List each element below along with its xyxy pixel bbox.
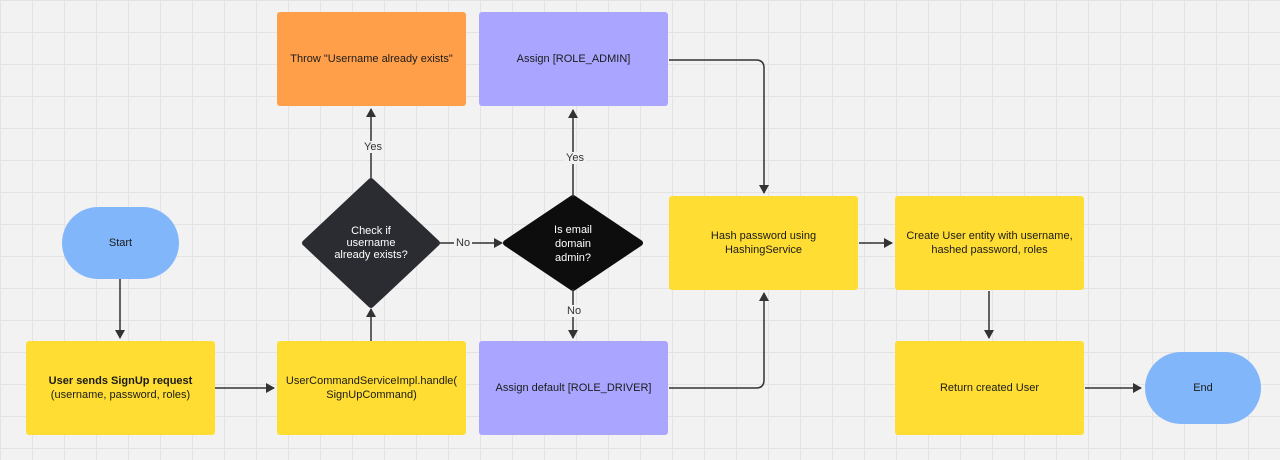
edge-driver-role-to-hash bbox=[669, 292, 769, 389]
assign-admin-label: Assign [ROLE_ADMIN] bbox=[516, 53, 631, 65]
handle-node[interactable]: UserCommandServiceImpl.handle( SignUpCom… bbox=[277, 341, 466, 435]
handle-label: UserCommandServiceImpl.handle( SignUpCom… bbox=[285, 375, 458, 401]
throw-exists-node[interactable]: Throw "Username already exists" bbox=[277, 12, 466, 106]
assign-admin-node[interactable]: Assign [ROLE_ADMIN] bbox=[479, 12, 668, 106]
edge-label-check-yes: Yes bbox=[362, 141, 384, 153]
hash-password-label: Hash password using HashingService bbox=[710, 230, 817, 256]
signup-request-title: User sends SignUp request bbox=[48, 375, 193, 387]
create-user-label: Create User entity with username, hashed… bbox=[906, 230, 1073, 256]
assign-driver-node[interactable]: Assign default [ROLE_DRIVER] bbox=[479, 341, 668, 435]
signup-request-node[interactable]: User sends SignUp request (username, pas… bbox=[26, 341, 215, 435]
check-username-diamond[interactable] bbox=[302, 178, 440, 308]
end-node[interactable]: End bbox=[1145, 352, 1261, 424]
edge-label-check-no: No bbox=[454, 237, 473, 249]
throw-exists-label: Throw "Username already exists" bbox=[290, 53, 453, 65]
return-user-node[interactable]: Return created User bbox=[895, 341, 1084, 435]
is-admin-diamond[interactable] bbox=[503, 195, 643, 291]
edge-label-admin-yes: Yes bbox=[564, 152, 586, 164]
signup-request-subtitle: (username, password, roles) bbox=[50, 389, 191, 401]
start-label: Start bbox=[108, 237, 133, 249]
start-node[interactable]: Start bbox=[62, 207, 179, 279]
hash-password-node[interactable]: Hash password using HashingService bbox=[669, 196, 858, 290]
create-user-node[interactable]: Create User entity with username, hashed… bbox=[895, 196, 1084, 290]
end-label: End bbox=[1193, 382, 1213, 394]
assign-driver-label: Assign default [ROLE_DRIVER] bbox=[495, 382, 652, 394]
return-user-label: Return created User bbox=[939, 382, 1040, 394]
edge-admin-role-to-hash bbox=[669, 59, 769, 194]
edge-label-admin-no: No bbox=[565, 305, 584, 317]
